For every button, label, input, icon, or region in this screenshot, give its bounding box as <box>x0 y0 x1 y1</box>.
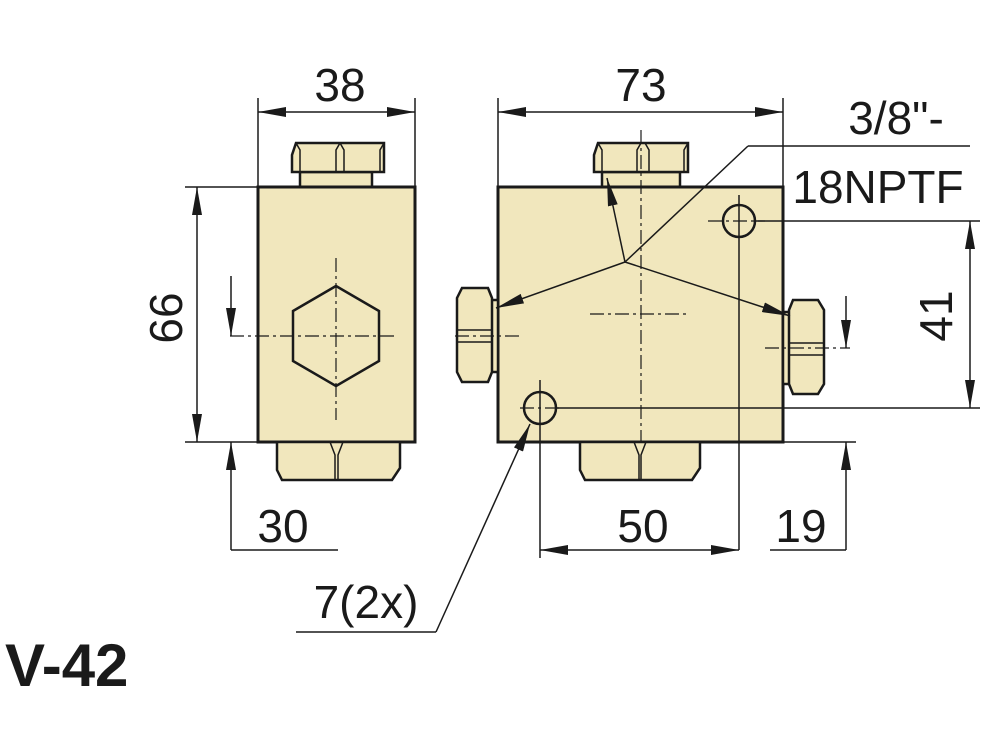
model-label: V-42 <box>5 632 128 699</box>
thread-spec-line2: 18NPTF <box>792 161 963 213</box>
front-dimensions <box>296 98 980 633</box>
side-view <box>230 141 417 482</box>
side-top-nut <box>290 141 386 189</box>
thread-spec-line1: 3/8"- <box>848 92 944 144</box>
dim-hole-spacing-y: 41 <box>910 290 962 341</box>
dim-right-width: 73 <box>615 59 666 111</box>
dim-hole-diameter: 7(2x) <box>314 576 419 628</box>
front-bottom-nut <box>578 440 702 482</box>
dim-hole-spacing-x: 50 <box>617 500 668 552</box>
dim-left-height: 66 <box>140 292 192 343</box>
side-dimensions <box>185 98 416 551</box>
front-right-nut <box>781 298 826 396</box>
side-bottom-nut <box>275 440 402 482</box>
dim-left-width: 38 <box>314 59 365 111</box>
dim-right-edge-offset: 19 <box>775 500 826 552</box>
dim-left-offset: 30 <box>257 500 308 552</box>
front-left-nut <box>455 286 500 384</box>
front-view <box>455 130 850 558</box>
